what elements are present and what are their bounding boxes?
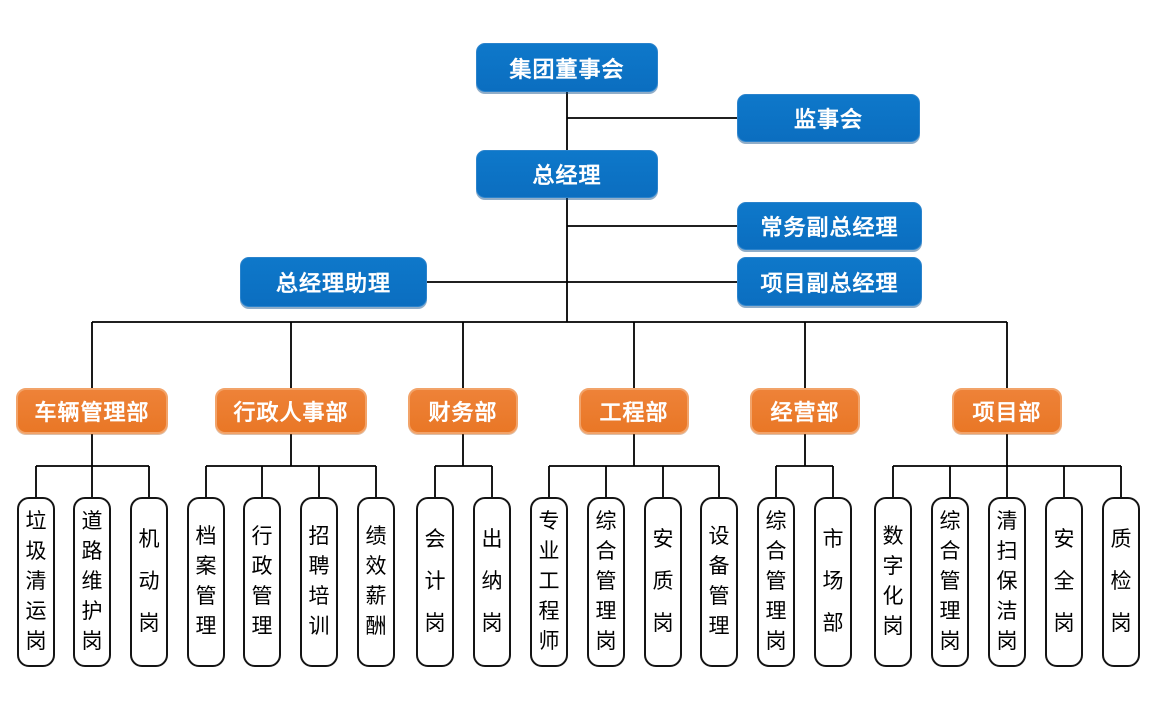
node-pos-market: 市场部	[814, 497, 852, 667]
node-pos-garbage-clearing: 垃圾清运岗	[17, 497, 55, 667]
position-label: 安质岗	[652, 528, 674, 635]
position-label: 数字化岗	[882, 525, 904, 638]
position-label: 会计岗	[424, 528, 446, 635]
position-label: 出纳岗	[481, 528, 503, 635]
node-general-manager: 总经理	[476, 150, 658, 198]
node-dept-engineering: 工程部	[579, 388, 689, 434]
node-pos-accounting: 会计岗	[416, 497, 454, 667]
node-pos-safety: 安全岗	[1045, 497, 1083, 667]
node-supervisory-board: 监事会	[737, 94, 920, 142]
position-label: 设备管理	[708, 525, 730, 638]
position-label: 机动岗	[138, 528, 160, 635]
node-dept-vehicle-management: 车辆管理部	[16, 388, 168, 434]
node-pos-archives-management: 档案管理	[187, 497, 225, 667]
node-executive-deputy-gm: 常务副总经理	[737, 202, 922, 250]
position-label: 综合管理岗	[939, 510, 961, 653]
position-label: 行政管理	[251, 525, 273, 638]
node-pos-equipment-management: 设备管理	[700, 497, 738, 667]
node-pos-admin-management: 行政管理	[243, 497, 281, 667]
node-pos-professional-engineer: 专业工程师	[530, 497, 568, 667]
node-pos-sweeping-cleaning: 清扫保洁岗	[988, 497, 1026, 667]
position-label: 绩效薪酬	[365, 525, 387, 638]
node-dept-admin-hr: 行政人事部	[215, 388, 367, 434]
node-pos-safety-quality: 安质岗	[644, 497, 682, 667]
node-pos-performance-pay: 绩效薪酬	[357, 497, 395, 667]
node-pos-mobile: 机动岗	[130, 497, 168, 667]
position-label: 招聘培训	[308, 525, 330, 638]
node-pos-digitalization: 数字化岗	[874, 497, 912, 667]
node-pos-recruitment-training: 招聘培训	[300, 497, 338, 667]
node-pos-cashier: 出纳岗	[473, 497, 511, 667]
node-pos-road-maintenance: 道路维护岗	[73, 497, 111, 667]
position-label: 安全岗	[1053, 528, 1075, 635]
node-pos-quality-inspection: 质检岗	[1102, 497, 1140, 667]
position-label: 清扫保洁岗	[996, 510, 1018, 653]
node-pos-general-management-proj: 综合管理岗	[931, 497, 969, 667]
position-label: 综合管理岗	[595, 510, 617, 653]
position-label: 市场部	[822, 528, 844, 635]
node-gm-assistant: 总经理助理	[240, 257, 427, 307]
node-dept-finance: 财务部	[408, 388, 518, 434]
position-label: 垃圾清运岗	[25, 510, 47, 653]
node-dept-project: 项目部	[952, 388, 1062, 434]
node-group-board: 集团董事会	[476, 43, 658, 92]
position-label: 档案管理	[195, 525, 217, 638]
node-pos-general-management-biz: 综合管理岗	[757, 497, 795, 667]
node-pos-general-management-eng: 综合管理岗	[587, 497, 625, 667]
position-label: 道路维护岗	[81, 510, 103, 653]
node-dept-business: 经营部	[750, 388, 860, 434]
position-label: 专业工程师	[538, 510, 560, 653]
node-project-deputy-gm: 项目副总经理	[737, 257, 922, 306]
position-label: 综合管理岗	[765, 510, 787, 653]
position-label: 质检岗	[1110, 528, 1132, 635]
